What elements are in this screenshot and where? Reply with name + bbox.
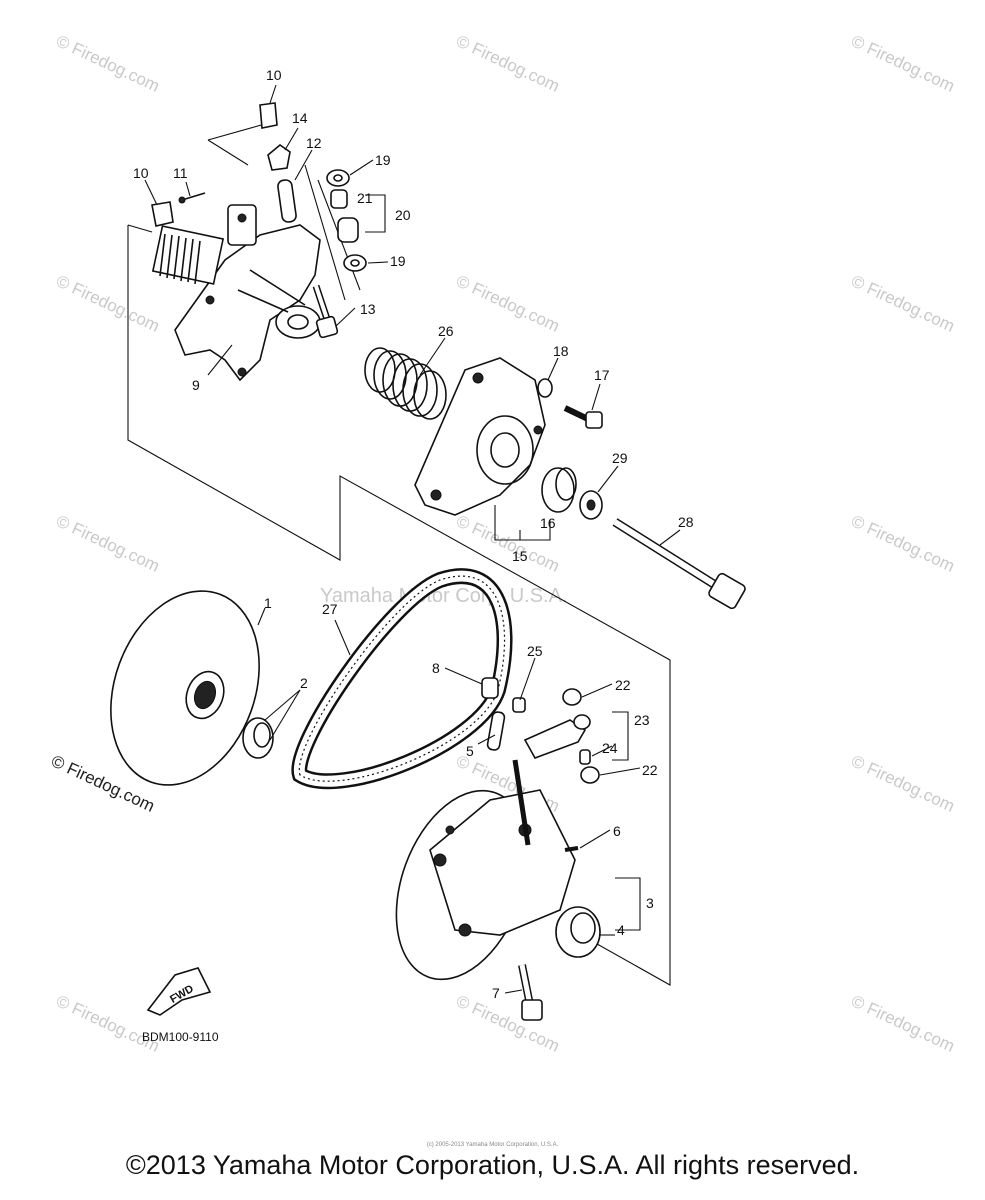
callout-number: 22 bbox=[615, 677, 631, 693]
callout-number: 10 bbox=[266, 67, 282, 83]
callout-number: 3 bbox=[646, 895, 654, 911]
callout-number: 12 bbox=[306, 135, 322, 151]
callout-number: 25 bbox=[527, 643, 543, 659]
callout-number: 23 bbox=[634, 712, 650, 728]
bolt-7 bbox=[518, 964, 543, 1021]
drive-belt-27 bbox=[291, 568, 513, 790]
callout-number: 28 bbox=[678, 514, 694, 530]
watermark-firedog: © Firedog.com bbox=[53, 991, 162, 1055]
callout-number: 2 bbox=[300, 675, 308, 691]
spring-26 bbox=[364, 347, 447, 420]
watermark-firedog: © Firedog.com bbox=[848, 511, 957, 575]
callout-number: 7 bbox=[492, 985, 500, 1001]
callout-number: 29 bbox=[612, 450, 628, 466]
bolt-13 bbox=[312, 284, 339, 339]
watermark-firedog: © Firedog.com bbox=[453, 991, 562, 1055]
watermark-firedog: © Firedog.com bbox=[53, 271, 162, 335]
watermark-firedog: © Firedog.com bbox=[453, 271, 562, 335]
secondary-housing-3 bbox=[395, 759, 641, 981]
callout-number: 22 bbox=[642, 762, 658, 778]
part-code: BDM100-9110 bbox=[142, 1030, 219, 1044]
watermark-firedog: © Firedog.com bbox=[53, 511, 162, 575]
callout-number: 13 bbox=[360, 301, 376, 317]
callout-number: 19 bbox=[375, 152, 391, 168]
callout-number: 19 bbox=[390, 253, 406, 269]
callout-number: 6 bbox=[613, 823, 621, 839]
sheave-1 bbox=[110, 590, 260, 786]
callout-number: 21 bbox=[357, 190, 373, 206]
cover-15 bbox=[414, 357, 577, 541]
watermark-firedog: © Firedog.com bbox=[848, 751, 957, 815]
fasteners-right bbox=[537, 378, 746, 610]
callout-leaders bbox=[144, 84, 681, 994]
roller-parts bbox=[326, 169, 386, 272]
collar-2 bbox=[242, 717, 274, 759]
copyright-footer: ©2013 Yamaha Motor Corporation, U.S.A. A… bbox=[125, 1150, 860, 1180]
tiny-copyright: (c) 2005-2013 Yamaha Motor Corporation, … bbox=[426, 1142, 559, 1148]
callout-number: 14 bbox=[292, 110, 308, 126]
callout-number: 5 bbox=[466, 743, 474, 759]
callout-number: 16 bbox=[540, 515, 556, 531]
callout-number: 18 bbox=[553, 343, 569, 359]
callout-number: 11 bbox=[173, 165, 188, 181]
callout-number: 27 bbox=[322, 601, 338, 617]
secondary-small-parts bbox=[481, 677, 629, 784]
callout-number: 24 bbox=[602, 740, 618, 756]
callout-number: 1 bbox=[264, 595, 272, 611]
fwd-arrow-icon: FWD bbox=[146, 967, 212, 1016]
watermark-firedog: © Firedog.com bbox=[848, 991, 957, 1055]
callout-number: 4 bbox=[617, 922, 625, 938]
callout-number: 10 bbox=[133, 165, 149, 181]
callout-labels: 10 14 12 19 21 20 10 11 19 13 9 26 18 17… bbox=[133, 67, 694, 1044]
watermark-firedog: © Firedog.com bbox=[53, 31, 162, 95]
callout-number: 9 bbox=[192, 377, 200, 393]
callout-number: 20 bbox=[395, 207, 411, 223]
callout-number: 8 bbox=[432, 660, 440, 676]
small-parts-top bbox=[151, 102, 297, 227]
callout-number: 15 bbox=[512, 548, 528, 564]
watermark-firedog: © Firedog.com bbox=[453, 31, 562, 95]
watermark-yamaha: Yamaha Motor Corp, U.S.A. bbox=[320, 585, 568, 607]
watermark-firedog: © Firedog.com bbox=[848, 271, 957, 335]
primary-spider-part bbox=[151, 204, 321, 382]
callout-number: 26 bbox=[438, 323, 454, 339]
watermark-firedog: © Firedog.com bbox=[848, 31, 957, 95]
callout-number: 17 bbox=[594, 367, 610, 383]
